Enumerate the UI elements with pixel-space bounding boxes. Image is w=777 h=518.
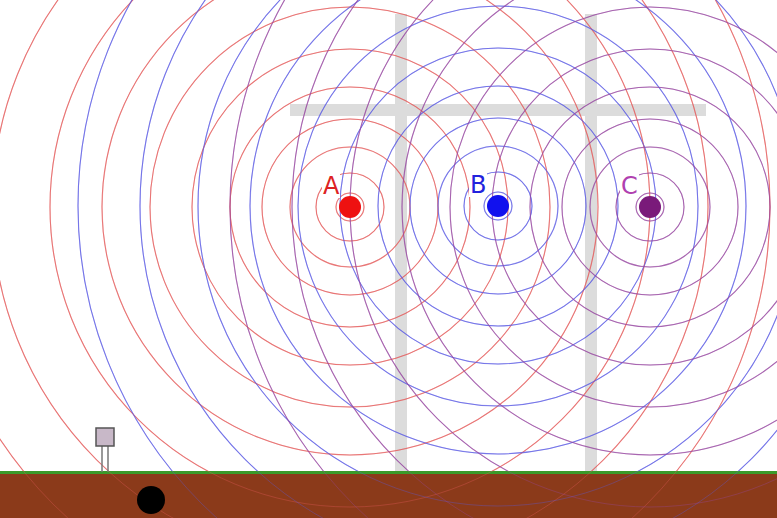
wavefront-ring bbox=[450, 7, 777, 407]
source-label: A bbox=[322, 174, 340, 198]
wavefront-ring bbox=[250, 0, 746, 454]
wavefront-ring bbox=[378, 86, 618, 326]
wavefront-ring bbox=[292, 0, 777, 518]
wavefront-ring bbox=[464, 172, 532, 240]
wavefront-ring bbox=[78, 0, 777, 518]
wavefront-ring bbox=[530, 87, 770, 327]
wavefront-ring bbox=[492, 49, 777, 365]
wavefront-ring bbox=[450, 7, 777, 407]
wavefront-ring bbox=[140, 0, 777, 518]
wavefront-ring bbox=[192, 49, 508, 365]
wavefront-ring bbox=[530, 87, 770, 327]
wavefront-ring bbox=[198, 0, 777, 506]
wavefront-ring bbox=[102, 0, 598, 455]
wavefront-ring bbox=[340, 48, 656, 364]
source-label: C bbox=[620, 174, 639, 198]
wavefront-ring bbox=[0, 0, 708, 518]
wavefront-ring bbox=[250, 0, 746, 454]
detector bbox=[96, 428, 114, 472]
wavefront-ring bbox=[102, 0, 598, 455]
buried-object bbox=[137, 486, 165, 514]
wavefront-ring bbox=[590, 147, 710, 267]
wavefront-ring bbox=[290, 147, 410, 267]
wavefront-ring bbox=[262, 119, 438, 295]
wavefront-ring bbox=[78, 0, 777, 518]
wavefront-ring bbox=[230, 87, 470, 327]
wavefront-ring bbox=[192, 49, 508, 365]
wavefront-ring bbox=[402, 0, 777, 455]
wavefront-ring bbox=[562, 119, 738, 295]
wavefront-ring bbox=[484, 192, 512, 220]
wavefront-ring bbox=[410, 118, 586, 294]
source-dot bbox=[487, 195, 509, 217]
wavefront-ring bbox=[262, 119, 438, 295]
wavefront-ring bbox=[316, 173, 384, 241]
wavefront-ring bbox=[50, 0, 650, 507]
ground bbox=[0, 474, 777, 518]
wavefront-ring bbox=[298, 6, 698, 406]
wavefront-ring bbox=[290, 147, 410, 267]
wavefront-ring bbox=[410, 118, 586, 294]
wavefront-ring bbox=[150, 7, 550, 407]
source-dot bbox=[639, 196, 661, 218]
wavefront-ring bbox=[230, 0, 777, 518]
wavefront-ring bbox=[636, 193, 664, 221]
wavefront-ring bbox=[378, 86, 618, 326]
wavefront-ring bbox=[350, 0, 777, 507]
wavefront-ring bbox=[340, 48, 656, 364]
wavefront-ring bbox=[316, 173, 384, 241]
wavefront-ring bbox=[230, 0, 777, 518]
grass-line bbox=[0, 471, 777, 474]
wavefront-ring bbox=[350, 0, 777, 507]
wavefront-ring bbox=[464, 172, 532, 240]
wavefront-ring bbox=[140, 0, 777, 518]
wavefront-ring bbox=[50, 0, 650, 507]
source-label: B bbox=[469, 173, 487, 197]
wavefront-ring bbox=[492, 49, 777, 365]
wavefront-ring bbox=[562, 119, 738, 295]
wavefront-ring bbox=[636, 193, 664, 221]
wavefront-ring bbox=[484, 192, 512, 220]
wavefront-ring bbox=[298, 6, 698, 406]
wavefront-ring bbox=[198, 0, 777, 506]
wavefront-ring bbox=[616, 173, 684, 241]
wavefront-ring bbox=[150, 7, 550, 407]
wavefront-ring bbox=[616, 173, 684, 241]
source-dot bbox=[339, 196, 361, 218]
wavefront-ring bbox=[402, 0, 777, 455]
wavefront-ring bbox=[230, 87, 470, 327]
